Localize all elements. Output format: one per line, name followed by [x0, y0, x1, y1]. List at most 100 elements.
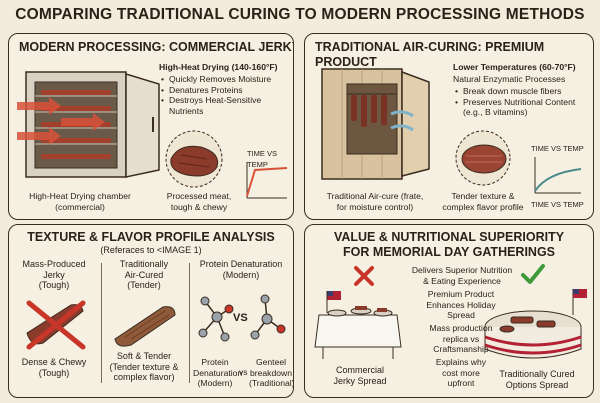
- vs-label: VS: [233, 312, 248, 324]
- enzymatic-callout: Natural Enzymatic Processes: [453, 74, 566, 84]
- caption-line: Dense & Chewy: [21, 357, 87, 367]
- caption-line: Jerky Spread: [333, 375, 387, 386]
- caption-line: Traditional Air-cure (frate,: [326, 191, 424, 201]
- value-heading: VALUE & NUTRITIONAL SUPERIORITY FOR MEMO…: [305, 230, 593, 260]
- caption-line: High-Heat Drying chamber: [29, 191, 131, 201]
- caption-line: complex flavor profile: [442, 201, 524, 212]
- commercial-spread-caption: Commercial Jerky Spread: [315, 365, 405, 386]
- protein-title: Protein Denaturation (Modern): [191, 259, 291, 280]
- modern-heading: MODERN PROCESSING: COMMERCIAL JERKY: [19, 40, 294, 54]
- page-title: COMPARING TRADITIONAL CURING TO MODERN P…: [15, 6, 585, 23]
- callout-line: Spread: [447, 310, 475, 320]
- heat-callout: High-Heat Drying (140-160°F): [159, 62, 278, 72]
- meat-caption: Tender texture & complex flavor profile: [437, 191, 529, 212]
- commercial-spread-table: [314, 291, 402, 359]
- title-line: Mass-Produced: [22, 259, 86, 269]
- caption-line: Options Spread: [505, 379, 569, 390]
- caption-line: Denaturation: [193, 367, 243, 378]
- callout-line: & Eating Experience: [423, 275, 501, 286]
- column-divider: [189, 263, 190, 383]
- traditional-panel: TRADITIONAL AIR-CURING: PREMIUM PRODUCT …: [304, 33, 594, 220]
- time-vs-temp-graph: [534, 157, 582, 194]
- value-callout-2: Premium Product Enhances Holiday Spread: [413, 289, 509, 321]
- graph-label-top: TIME VS TEMP: [531, 144, 584, 153]
- callout-line: Explains why: [435, 357, 487, 367]
- protein-caption-left: Protein Denaturation (Modern): [193, 357, 243, 389]
- traditional-spread-table: [484, 289, 587, 359]
- title-line: Jerky: [43, 269, 65, 280]
- caption-line: for moisture control): [336, 201, 414, 212]
- mass-produced-title: Mass-Produced Jerky (Tough): [13, 259, 95, 291]
- title-line: (Tender): [127, 280, 161, 290]
- title-line: (Modern): [222, 269, 260, 280]
- protein-caption-vs: vs: [239, 367, 248, 377]
- chamber-caption: High-Heat Drying chamber (commercial): [15, 191, 145, 212]
- texture-subheading: (Referaces to <IMAGE 1): [100, 245, 202, 255]
- caption-line: (commercial): [55, 201, 105, 212]
- bullet-item: Destroys Heat-Sensitive Nutrients: [161, 95, 286, 116]
- callout-line: cost more: [442, 367, 480, 378]
- callout-line: Premium Product: [427, 289, 495, 299]
- caption-line: complex flavor): [113, 372, 175, 382]
- traditional-heading: TRADITIONAL AIR-CURING: PREMIUM PRODUCT: [315, 40, 545, 69]
- texture-heading: TEXTURE & FLAVOR PROFILE ANALYSIS: [27, 230, 275, 244]
- bullet-item: Quickly Removes Moisture: [161, 74, 286, 85]
- caption-line: Processed meat,: [166, 191, 232, 201]
- texture-flavor-panel: TEXTURE & FLAVOR PROFILE ANALYSIS (Refer…: [8, 224, 294, 398]
- caption-line: (Tender texture &: [109, 361, 179, 372]
- protein-molecules-diagram: [198, 294, 286, 342]
- callout-line: upfront: [447, 378, 475, 388]
- graph-label-bottom: TIME VS TEMP: [531, 200, 584, 209]
- title-line: Air-Cured: [124, 269, 164, 280]
- caption-line: breakdown: [249, 367, 293, 378]
- caption-line: Tender texture &: [451, 191, 515, 201]
- caption-line: (Tough): [38, 367, 70, 378]
- bullet-item: Denatures Proteins: [161, 85, 286, 96]
- modern-bullets: Quickly Removes Moisture Denatures Prote…: [161, 74, 286, 116]
- check-mark-icon: [521, 264, 545, 284]
- heading-line: FOR MEMORIAL DAY GATHERINGS: [342, 245, 556, 259]
- caption-line: (Modern): [197, 378, 233, 388]
- meat-caption: Processed meat, tough & chewy: [159, 191, 239, 212]
- cabinet-caption: Traditional Air-cure (frate, for moistur…: [311, 191, 439, 212]
- cross-mark-icon: [354, 266, 374, 286]
- title-line: (Tough): [38, 280, 70, 290]
- air-cure-cabinet-illustration: [321, 68, 430, 180]
- drying-chamber-illustration: [17, 71, 160, 178]
- traditional-spread-caption: Traditionally Cured Options Spread: [485, 369, 589, 390]
- callout-line: Delivers Superior Nutrition: [411, 265, 513, 275]
- bullet-item: Break down muscle fibers: [455, 86, 587, 97]
- heading-line: VALUE & NUTRITIONAL SUPERIORITY: [333, 230, 565, 244]
- caption-line: Genteel: [255, 357, 287, 367]
- caption-line: tough & chewy: [170, 201, 228, 212]
- callout-line: Craftsmanship: [433, 344, 489, 354]
- tender-meat-closeup: [455, 130, 511, 186]
- air-cured-title: Traditionally Air-Cured (Tender): [103, 259, 185, 291]
- callout-line: Mass production: [429, 323, 493, 333]
- value-callout-3: Mass production replica vs Craftsmanship: [413, 323, 509, 355]
- value-callout-4: Explains why cost more upfront: [413, 357, 509, 389]
- tough-jerky-crossed: [26, 300, 86, 350]
- time-vs-temp-graph: [246, 162, 288, 199]
- caption-line: Traditionally Cured: [499, 369, 575, 379]
- protein-caption-right: Genteel breakdown (Traditional): [249, 357, 293, 389]
- caption-line: Soft & Tender: [116, 351, 172, 361]
- column-divider: [101, 263, 102, 383]
- caption-line: Commercial: [335, 365, 384, 375]
- caption-line: (Traditional): [249, 378, 294, 388]
- title-line: Traditionally: [119, 259, 169, 269]
- value-callout-1: Delivers Superior Nutrition & Eating Exp…: [407, 265, 517, 286]
- air-cured-caption: Soft & Tender (Tender texture & complex …: [103, 351, 185, 383]
- value-nutrition-panel: VALUE & NUTRITIONAL SUPERIORITY FOR MEMO…: [304, 224, 594, 398]
- bullet-item: Preserves Nutritional Content (e.g., B v…: [455, 97, 587, 118]
- modern-processing-panel: MODERN PROCESSING: COMMERCIAL JERKY High…: [8, 33, 294, 220]
- graph-label: TIME VS TEMP: [247, 149, 278, 169]
- callout-line: replica vs: [442, 333, 480, 344]
- traditional-bullets: Break down muscle fibers Preserves Nutri…: [455, 86, 587, 118]
- caption-line: Protein: [201, 357, 229, 367]
- title-line: Protein Denaturation: [199, 259, 283, 269]
- callout-line: Enhances Holiday: [426, 299, 496, 310]
- low-temp-callout: Lower Temperatures (60-70°F): [453, 62, 576, 72]
- tender-jerky: [114, 306, 176, 347]
